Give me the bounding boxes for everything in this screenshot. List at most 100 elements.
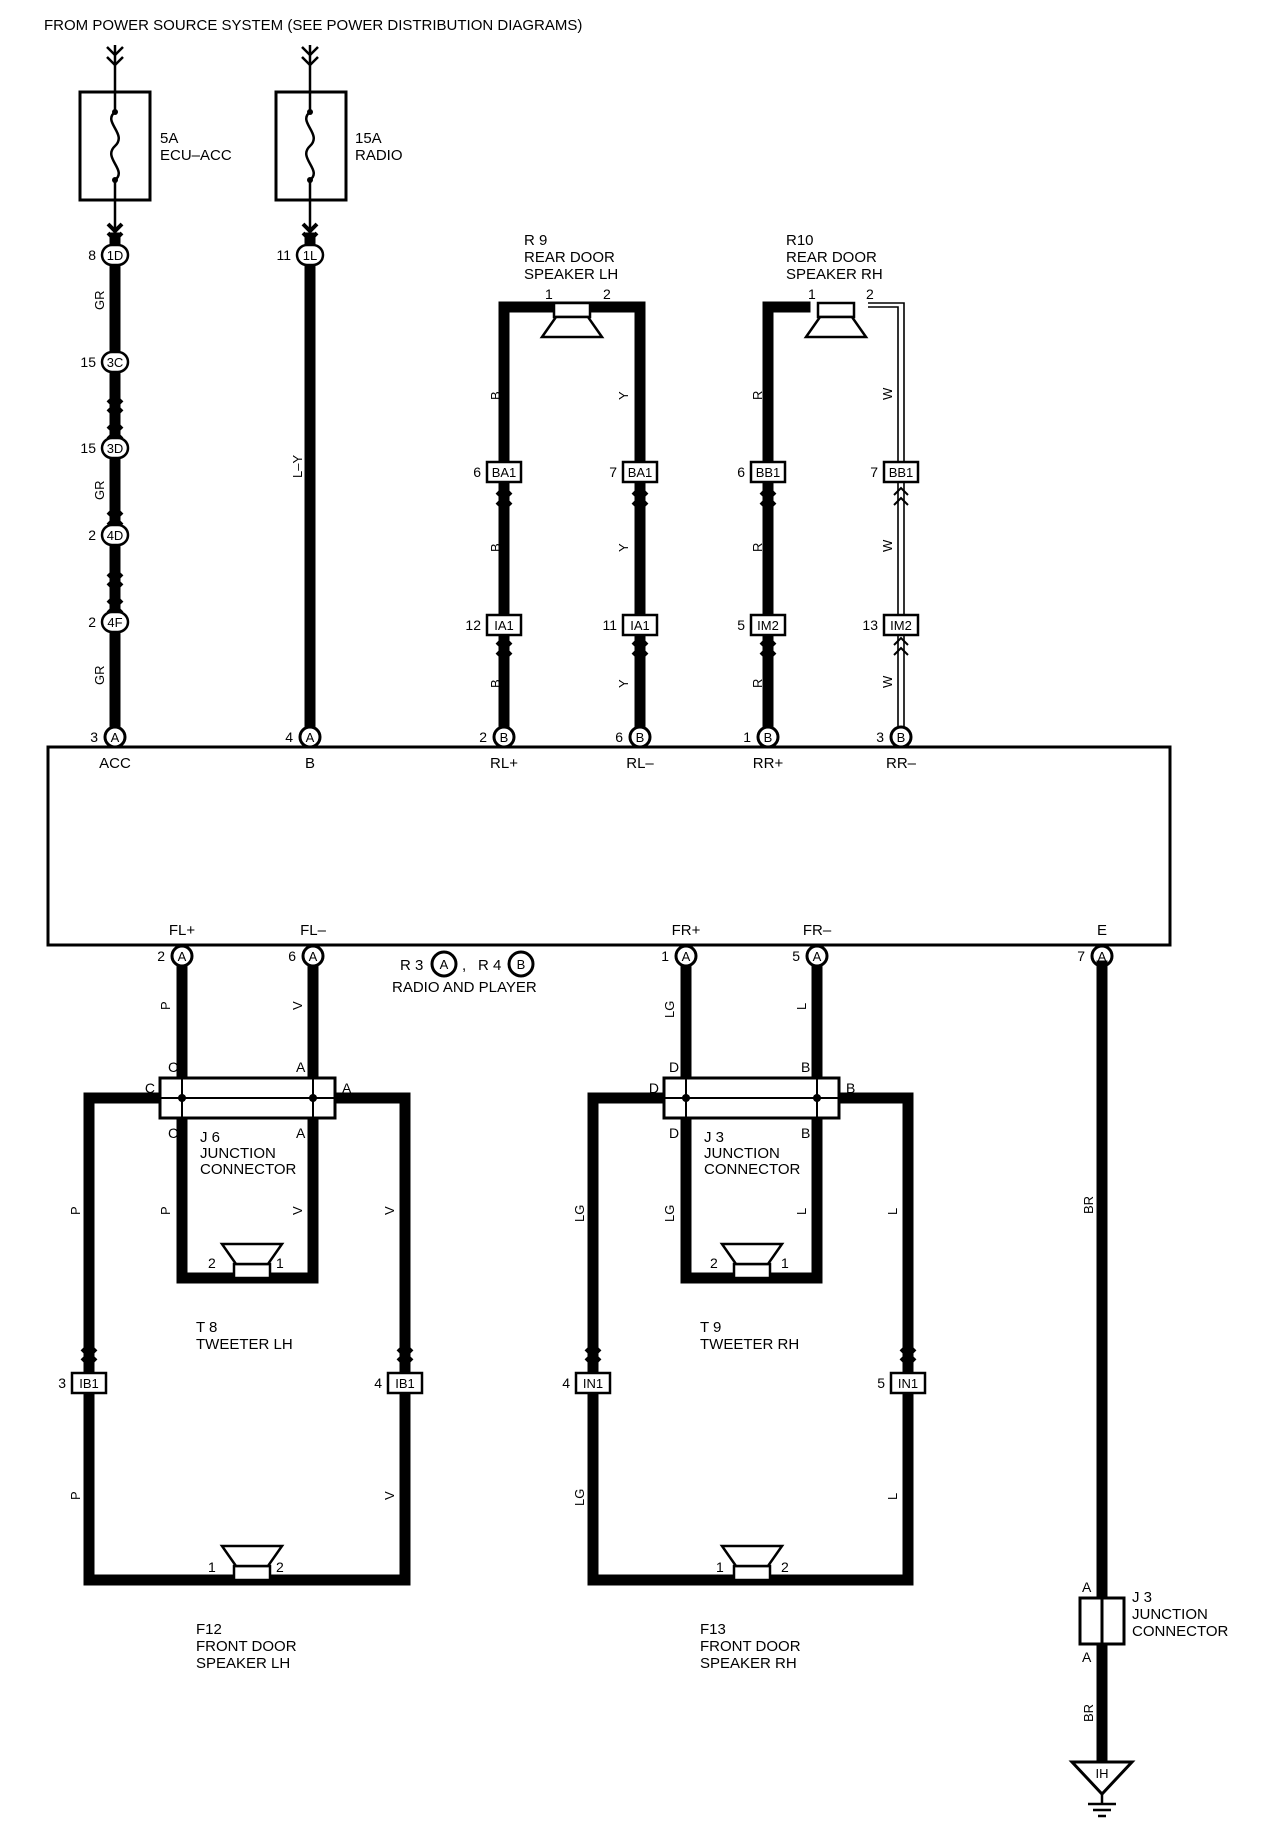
fuse-ecu-acc-name: ECU–ACC: [160, 147, 232, 164]
rear-speaker-lh-name-1: REAR DOOR: [524, 249, 615, 266]
junction-j6-pin-a-right: A: [342, 1080, 352, 1096]
unit-pin-fl-minus-num: 6: [288, 948, 296, 964]
wire-color-fr-unit-l: L: [794, 1003, 809, 1010]
connector-ib1-4: IB1 4: [374, 1371, 424, 1395]
wire-color-gr-1: GR: [92, 291, 107, 311]
unit-pin-fr-plus-conn: A: [682, 949, 691, 964]
tweeter-rh-id: T 9: [700, 1319, 721, 1336]
connector-4d-pin: 2: [88, 527, 96, 543]
unit-pin-rl-plus-conn: B: [500, 730, 509, 745]
junction-j6-pin-c-bot: C: [168, 1125, 178, 1141]
speaker-f13-pin-1: 1: [716, 1559, 724, 1575]
wire-color-rr-top-2: W: [880, 387, 895, 400]
connector-ba1-6-pin: 6: [473, 464, 481, 480]
speaker-f13-name-2: SPEAKER RH: [700, 1655, 797, 1672]
connector-1d-label: 1D: [107, 248, 124, 263]
unit-conn-1: A: [440, 957, 449, 972]
unit-pin-fl-minus-conn: A: [309, 949, 318, 964]
connector-4f-label: 4F: [107, 615, 122, 630]
junction-j6-id: J 6: [200, 1129, 220, 1146]
tweeter-lh-id: T 8: [196, 1319, 217, 1336]
unit-pin-rl-plus-num: 2: [479, 729, 487, 745]
wire-color-fr-tw-lg: LG: [662, 1205, 677, 1222]
fuse-ecu-acc: 5A ECU–ACC: [78, 45, 232, 245]
junction-j6-pin-a-top: A: [296, 1059, 306, 1075]
connector-4d: 4D 2: [88, 523, 130, 547]
connector-ba1-7: BA1 7: [609, 460, 659, 484]
connector-bb1-7: BB1 7: [870, 460, 920, 484]
unit-pin-rr-minus-label: RR–: [886, 755, 917, 772]
rear-speaker-rh-pin-1: 1: [808, 286, 816, 302]
tweeter-lh-name: TWEETER LH: [196, 1336, 293, 1353]
connector-ia1-12-pin: 12: [465, 617, 481, 633]
acc-wire-chain: 1D 8 3C 15 3D 15 4D 2 4F 2 GR GR GR: [80, 222, 130, 732]
junction-j3-front-id: J 3: [704, 1129, 724, 1146]
speaker-f12-id: F12: [196, 1621, 222, 1638]
connector-ib1-4-pin: 4: [374, 1375, 382, 1391]
unit-sep: ,: [462, 957, 466, 974]
junction-j3-ground: [1078, 1596, 1126, 1646]
junction-j3-pin-b-right: B: [846, 1080, 855, 1096]
wire-color-rl-mid-1: B: [488, 543, 503, 552]
junction-j3-pin-d-top: D: [669, 1059, 679, 1075]
wire-color-br-2: BR: [1081, 1704, 1096, 1722]
unit-pin-acc-num: 3: [90, 729, 98, 745]
connector-in1-5-pin: 5: [877, 1375, 885, 1391]
unit-pin-rr-plus-label: RR+: [753, 755, 784, 772]
unit-pin-fl-plus-label: FL+: [169, 922, 196, 939]
connector-3d-pin: 15: [80, 440, 96, 456]
connector-bb1-6: BB1 6: [737, 460, 787, 484]
unit-pin-b: A 4 B: [285, 725, 322, 772]
header-text: FROM POWER SOURCE SYSTEM (SEE POWER DIST…: [44, 17, 582, 34]
wire-color-gr-3: GR: [92, 666, 107, 686]
connector-1l-label: 1L: [303, 248, 317, 263]
unit-pin-e-conn: A: [1098, 949, 1107, 964]
connector-ba1-6-label: BA1: [492, 465, 517, 480]
unit-pin-rr-plus: B 1 RR+: [743, 725, 784, 772]
junction-j3-pin-b-top: B: [801, 1059, 810, 1075]
tweeter-rh-pin-1: 1: [781, 1255, 789, 1271]
junction-j6: [158, 1076, 337, 1120]
speaker-f12-pin-1: 1: [208, 1559, 216, 1575]
unit-pin-rl-minus: B 6 RL–: [615, 725, 654, 772]
connector-ia1-11-pin: 11: [602, 617, 617, 633]
junction-j3-pin-d-bot: D: [669, 1125, 679, 1141]
front-right-circuit: D D D B B B J 3 JUNCTION CONNECTOR LG L …: [562, 960, 927, 1672]
wire-color-rr-bot-2: W: [880, 675, 895, 688]
ground-circuit: A A J 3 JUNCTION CONNECTOR BR BR IH: [1068, 960, 1229, 1818]
unit-pin-fr-minus-num: 5: [792, 948, 800, 964]
speaker-f12-pin-2: 2: [276, 1559, 284, 1575]
unit-pin-acc-conn: A: [111, 730, 120, 745]
rear-speaker-lh-pin-2: 2: [603, 286, 611, 302]
speaker-f13-name-1: FRONT DOOR: [700, 1638, 801, 1655]
rear-speaker-rh-pin-2: 2: [866, 286, 874, 302]
unit-pin-fr-plus: FR+: [672, 922, 701, 939]
wire-color-rl-top-2: Y: [616, 391, 631, 400]
unit-pin-fr-plus-num: 1: [661, 948, 669, 964]
wire-color-fl-tw-p: P: [158, 1206, 173, 1215]
wire-color-rl-mid-2: Y: [616, 543, 631, 552]
front-left-circuit: C C C A A A J 6 JUNCTION CONNECTOR P V P…: [58, 960, 424, 1672]
connector-im2-5-pin: 5: [737, 617, 745, 633]
connector-4f-pin: 2: [88, 614, 96, 630]
junction-j3-pin-d-left: D: [649, 1080, 659, 1096]
connector-in1-5: IN1 5: [877, 1371, 927, 1395]
connector-in1-4-label: IN1: [583, 1376, 603, 1391]
unit-pin-fr-minus-conn: A: [813, 949, 822, 964]
speaker-f12-name-1: FRONT DOOR: [196, 1638, 297, 1655]
connector-in1-4: IN1 4: [562, 1371, 612, 1395]
fuse-radio: 15A RADIO: [274, 45, 403, 245]
junction-j3-ground-id: J 3: [1132, 1589, 1152, 1606]
ground-point-label: IH: [1096, 1766, 1109, 1781]
connector-im2-13: IM2 13: [862, 613, 920, 637]
speaker-f13-pin-2: 2: [781, 1559, 789, 1575]
unit-bottom-pin-circles: A 2 A 6 A 1 A 5 A 7: [157, 944, 1114, 968]
connector-in1-5-label: IN1: [898, 1376, 918, 1391]
unit-pin-fr-minus-circle: A 5: [792, 944, 829, 968]
rear-speaker-lh-pin-1: 1: [545, 286, 553, 302]
connector-ba1-7-label: BA1: [628, 465, 653, 480]
unit-pin-fl-plus: FL+: [169, 922, 196, 939]
unit-pin-e-num: 7: [1077, 948, 1085, 964]
connector-3c: 3C 15: [80, 350, 130, 374]
